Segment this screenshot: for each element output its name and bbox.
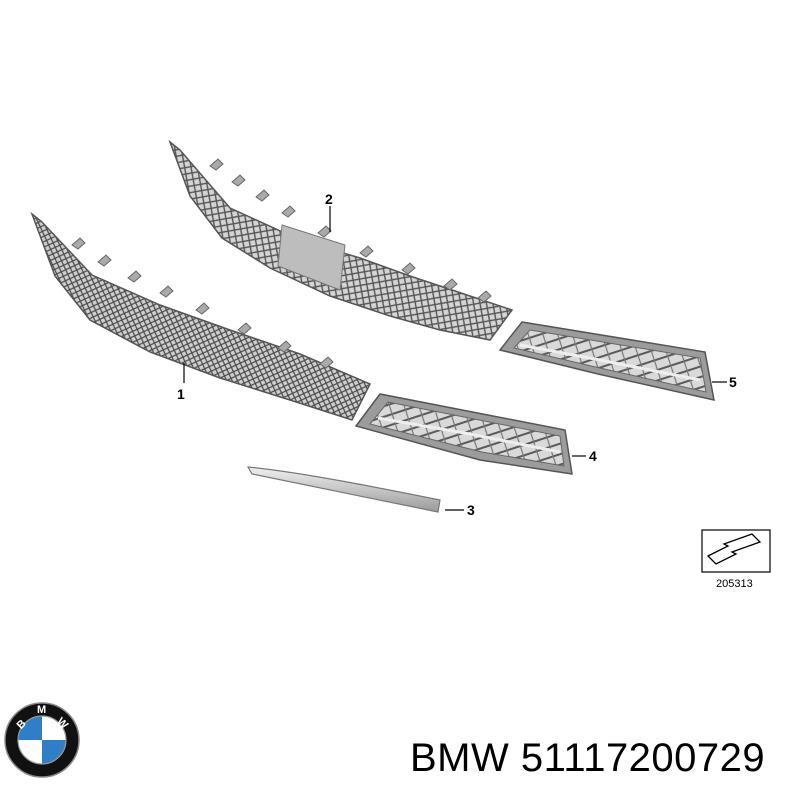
part-4-side-grille xyxy=(354,393,573,475)
caption-part-number: 51117200729 xyxy=(520,736,766,780)
part-1-clips xyxy=(71,237,334,369)
callout-4: 4 xyxy=(589,448,597,464)
callout-1: 1 xyxy=(177,386,185,402)
caption-brand: BMW xyxy=(410,736,510,780)
diagram-ref-number: 205313 xyxy=(716,578,753,590)
bmw-logo-icon: B M W xyxy=(4,702,80,778)
leader-lines xyxy=(183,206,727,511)
diagram-ref-box: 205313 xyxy=(701,529,771,590)
logo-letter-m: M xyxy=(37,704,46,716)
callout-5: 5 xyxy=(729,374,737,390)
part-1-main-grille xyxy=(30,211,372,421)
part-caption: BMW 51117200729 xyxy=(410,736,765,781)
part-5-side-grille xyxy=(498,321,715,401)
callout-3: 3 xyxy=(467,502,475,518)
callout-2: 2 xyxy=(325,191,333,207)
part-2-clips xyxy=(209,158,492,303)
view-arrow-icon xyxy=(706,533,762,565)
part-2-center-grille xyxy=(168,139,514,341)
part-3-trim-strip xyxy=(246,466,441,513)
